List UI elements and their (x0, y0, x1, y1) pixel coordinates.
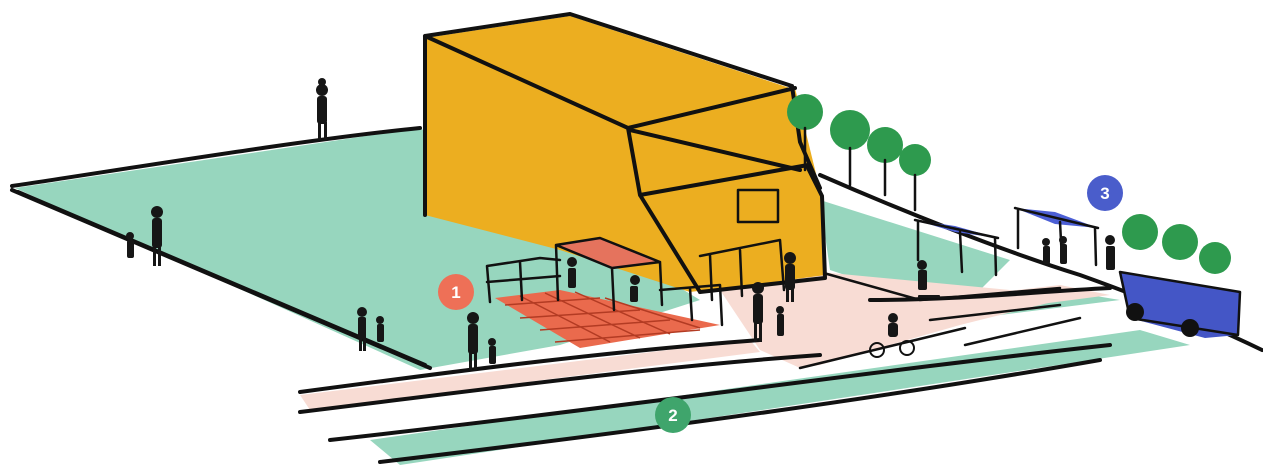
bus (1120, 272, 1240, 338)
marker-3: 3 (1087, 175, 1123, 211)
marker-2: 2 (655, 397, 691, 433)
tree-group-stop (1122, 214, 1231, 274)
marker-1-label: 1 (451, 283, 460, 302)
person-parent-child-top (316, 78, 328, 140)
marker-1: 1 (438, 274, 474, 310)
marker-3-label: 3 (1100, 184, 1109, 203)
marker-2-label: 2 (668, 406, 677, 425)
